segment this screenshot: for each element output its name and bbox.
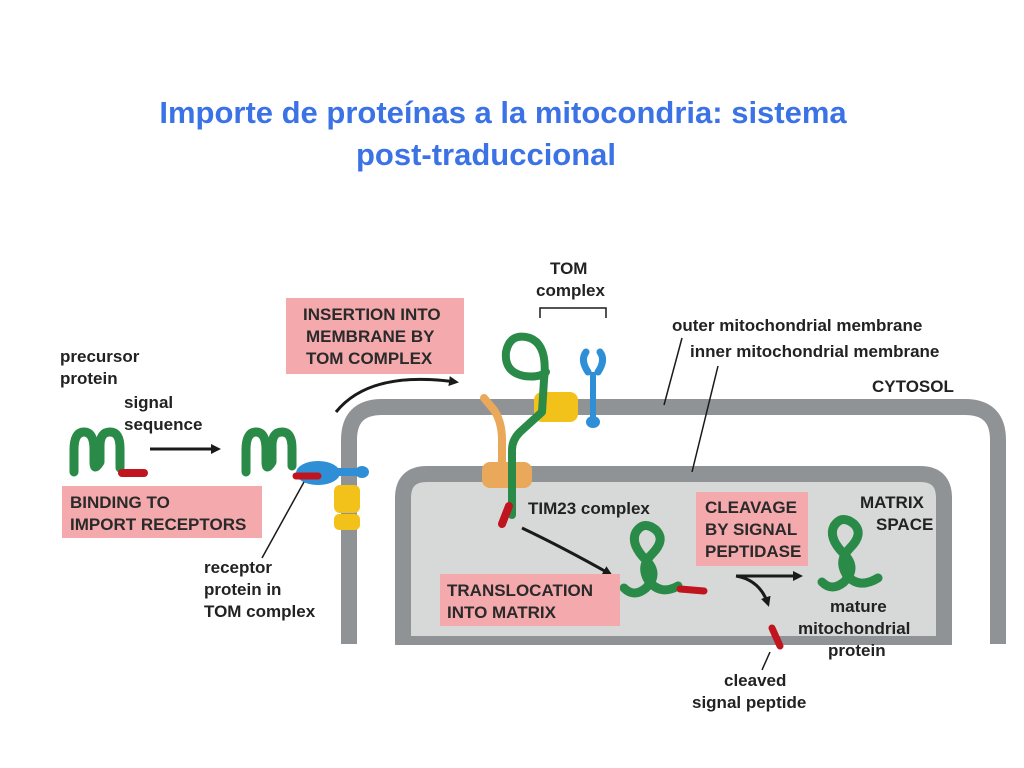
mature-protein-label-3: protein (828, 641, 886, 660)
step-insertion-line-1: INSERTION INTO (303, 305, 441, 324)
receptor-label-1: receptor (204, 558, 272, 577)
step-translocation-line-2: INTO MATRIX (447, 603, 557, 622)
mature-protein-label-1: mature (830, 597, 887, 616)
mature-protein (817, 515, 883, 592)
page-title: Importe de proteínas a la mitocondria: s… (0, 92, 1024, 176)
step-cleavage-line-3: PEPTIDASE (705, 542, 801, 561)
tom-channel-left (334, 485, 360, 530)
title-line-2: post-traduccional (355, 137, 617, 172)
bound-precursor-protein (241, 427, 297, 477)
matrix-space-label-2: SPACE (876, 515, 933, 534)
step-cleavage-line-2: BY SIGNAL (705, 520, 797, 539)
cleaved-peptide-leader (761, 651, 771, 671)
receptor-label-2: protein in (204, 580, 281, 599)
tom-receptor (579, 348, 607, 428)
signal-sequence-label-1: signal (124, 393, 173, 412)
receptor-leader (261, 481, 305, 559)
step-binding-line-2: IMPORT RECEPTORS (70, 515, 246, 534)
tim23-complex-label: TIM23 complex (528, 499, 650, 518)
step-insertion-line-3: TOM COMPLEX (306, 349, 433, 368)
step-translocation-line-1: TRANSLOCATION (447, 581, 593, 600)
precursor-protein-label-2: protein (60, 369, 118, 388)
arrow-to-insertion (334, 376, 459, 413)
cytosol-label: CYTOSOL (872, 377, 954, 396)
arrow-to-matrix (521, 526, 613, 576)
step-cleavage: CLEAVAGE BY SIGNAL PEPTIDASE (696, 492, 808, 566)
inner-membrane-label: inner mitochondrial membrane (690, 342, 939, 361)
arrow-to-cleaved (735, 574, 771, 607)
step-cleavage-line-1: CLEAVAGE (705, 498, 797, 517)
step-translocation: TRANSLOCATION INTO MATRIX (440, 574, 620, 626)
translocating-signal-sequence (498, 502, 513, 528)
tom-complex-label-2: complex (536, 281, 606, 300)
matrix-space-label-1: MATRIX (860, 493, 925, 512)
membrane-cut-edge (330, 645, 1020, 659)
cleaved-peptide-label-1: cleaved (724, 671, 786, 690)
tom-complex-bracket (539, 307, 607, 318)
step-insertion-line-2: MEMBRANE BY (306, 327, 435, 346)
title-line-1: Importe de proteínas a la mitocondria: s… (159, 95, 847, 130)
inner-membrane-leader (691, 365, 719, 473)
mature-protein-label-2: mitochondrial (798, 619, 910, 638)
tom-complex-label-1: TOM (550, 259, 587, 278)
receptor-label-3: TOM complex (204, 602, 316, 621)
outer-membrane-label: outer mitochondrial membrane (672, 316, 922, 335)
translocating-protein (501, 332, 550, 519)
precursor-protein-label-1: precursor (60, 347, 140, 366)
cleaved-peptide-label-2: signal peptide (692, 693, 806, 712)
tim23-complex (480, 394, 532, 488)
outer-mitochondrial-membrane (341, 399, 1006, 644)
matrix-signal-sequence (676, 585, 708, 595)
step-insertion: INSERTION INTO MEMBRANE BY TOM COMPLEX (286, 298, 464, 374)
step-binding: BINDING TO IMPORT RECEPTORS (62, 486, 262, 538)
signal-sequence-label-2: sequence (124, 415, 202, 434)
outer-membrane-leader (663, 337, 683, 406)
matrix-protein-with-signal (619, 521, 683, 598)
precursor-protein (69, 427, 125, 477)
cleaved-signal-peptide-mark (768, 624, 784, 650)
step-binding-line-1: BINDING TO (70, 493, 170, 512)
